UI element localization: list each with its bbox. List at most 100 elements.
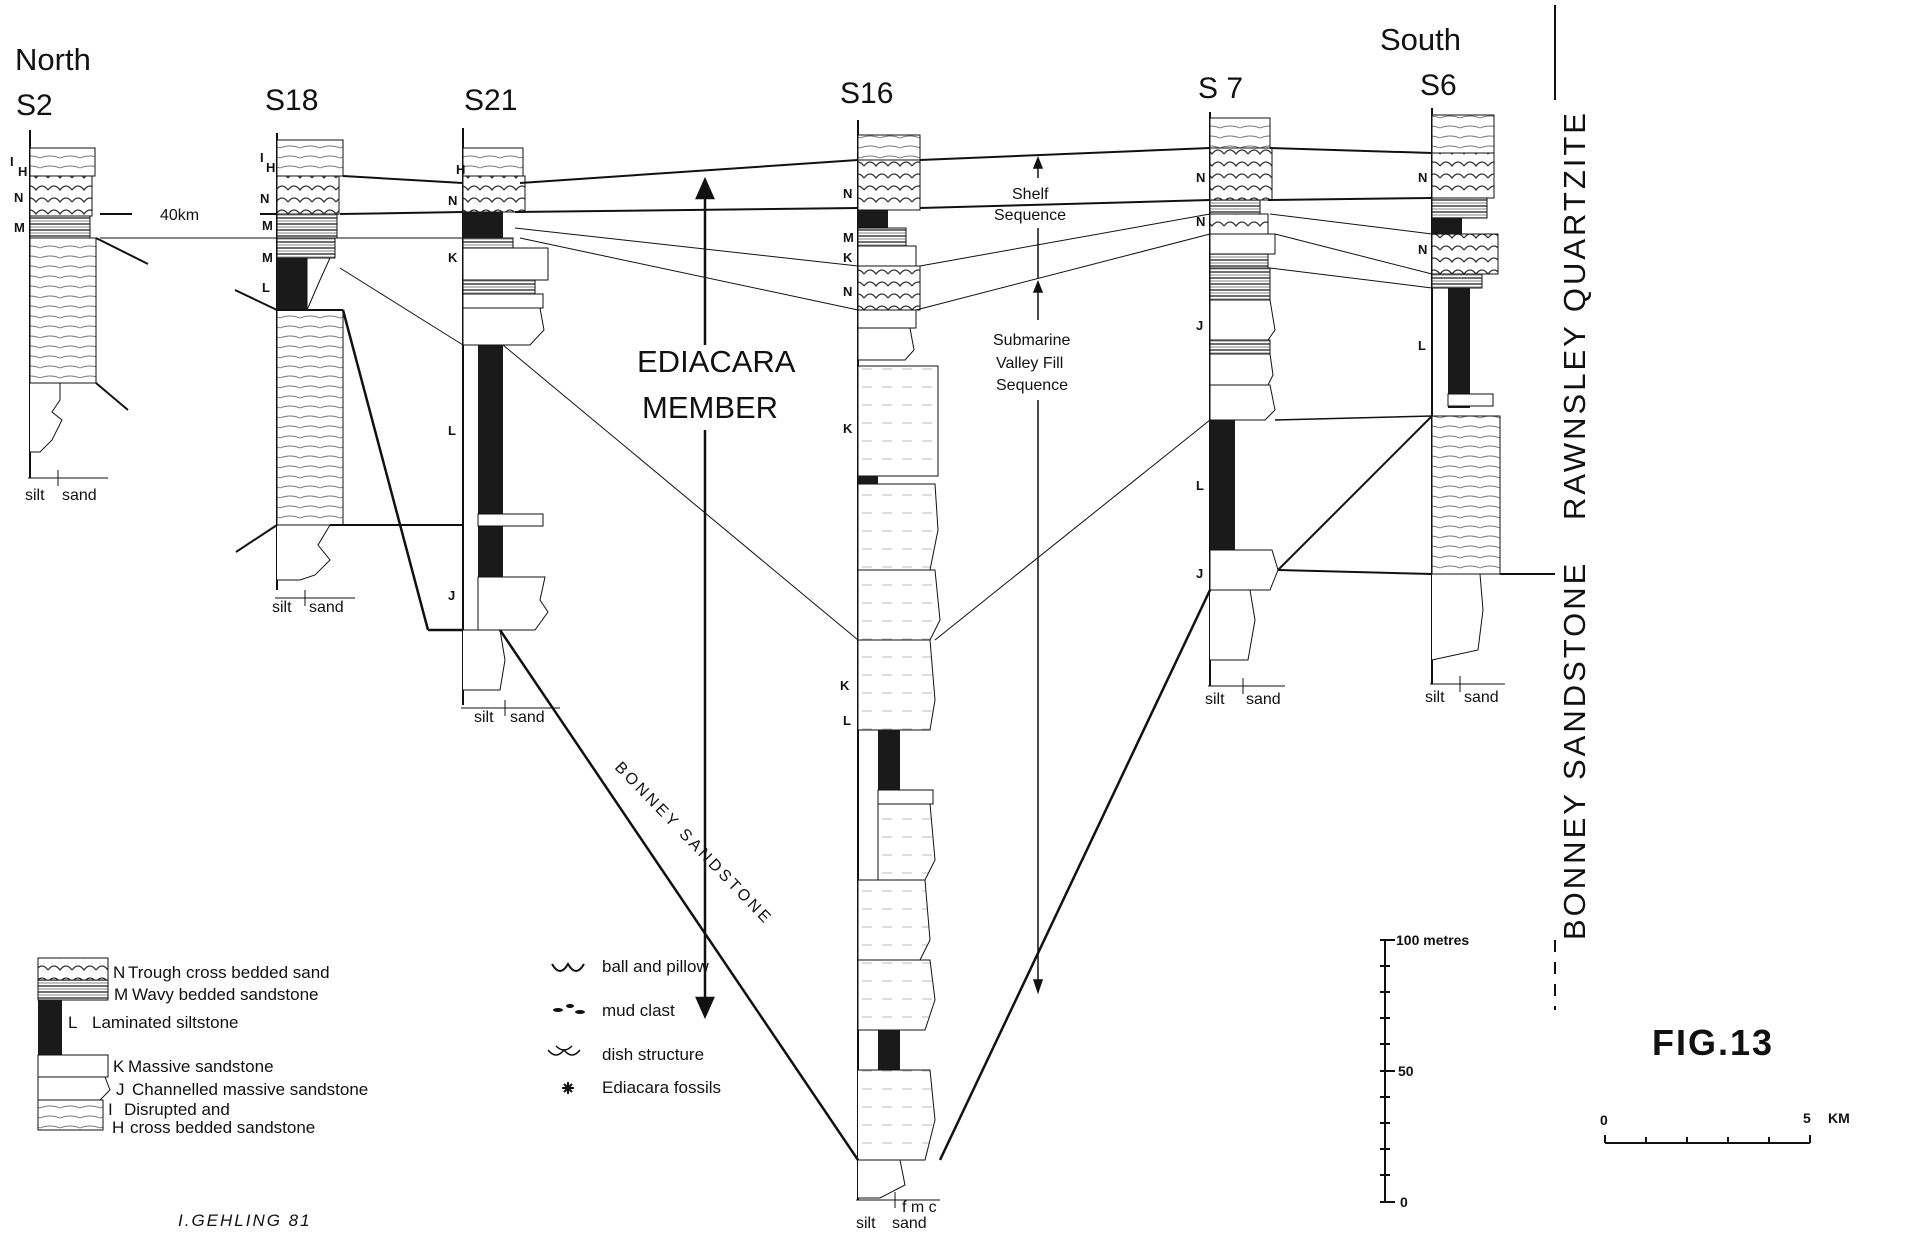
column-s2	[28, 130, 108, 486]
scale-100-label: 100 metres	[1396, 932, 1469, 948]
legend-code-j: J	[116, 1080, 125, 1099]
legend-code-l: L	[68, 1013, 77, 1032]
s7-sand-label: sand	[1246, 691, 1281, 708]
vertical-scale-bar	[1380, 940, 1395, 1202]
legend-text-k: Massive sandstone	[128, 1057, 274, 1076]
section-title-s16: S16	[840, 77, 893, 110]
column-s21	[461, 128, 560, 716]
legend-code-m: M	[114, 985, 128, 1004]
section-title-s7: S 7	[1198, 72, 1243, 105]
s2-silt-label: silt	[25, 487, 45, 504]
mud-clast-icon	[553, 1004, 585, 1014]
s18-unit-m2: M	[262, 250, 273, 265]
s18-unit-h: H	[266, 160, 275, 175]
s18-sand-label: sand	[309, 599, 344, 616]
lithology-legend	[38, 958, 110, 1130]
legend-code-n: N	[113, 963, 125, 982]
s16-unit-k3: K	[840, 678, 850, 693]
s6-unit-l: L	[1418, 338, 1426, 353]
s16-unit-l2: L	[843, 713, 851, 728]
s16-sand-label: sand	[892, 1215, 927, 1232]
valley-label-1: Submarine	[993, 332, 1070, 349]
scale-km-unit-label: KM	[1828, 1110, 1850, 1126]
ediacara-label: EDIACARA	[637, 344, 796, 379]
legend-code-i: I	[108, 1100, 113, 1119]
legend-text-j: Channelled massive sandstone	[132, 1080, 368, 1099]
s21-silt-label: silt	[474, 709, 494, 726]
legend-text-h: cross bedded sandstone	[130, 1118, 315, 1137]
horizontal-scale-bar	[1605, 1135, 1810, 1143]
s7-unit-n2: N	[1196, 214, 1205, 229]
scale-km-5-label: 5	[1803, 1110, 1811, 1126]
ediacara-member-arrow	[697, 180, 713, 1016]
s2-unit-h: H	[18, 164, 27, 179]
scale-0-label: 0	[1400, 1194, 1408, 1210]
bonney-sandstone-side-label: BONNEY SANDSTONE	[1557, 561, 1592, 940]
s2-unit-i: I	[10, 154, 14, 169]
figure-number: FIG.13	[1652, 1022, 1774, 1063]
distance-gap-label: 40km	[160, 207, 199, 224]
s16-grain-detail-label: f m c	[902, 1199, 937, 1216]
column-s6	[1430, 108, 1505, 692]
section-title-s21: S21	[464, 84, 517, 117]
s18-unit-n: N	[260, 191, 269, 206]
correlation-lines	[96, 148, 1555, 1160]
valley-label-2: Valley Fill	[996, 355, 1063, 372]
column-s18	[275, 133, 355, 606]
legend-text-i: Disrupted and	[124, 1100, 230, 1119]
s7-unit-l: L	[1196, 478, 1204, 493]
symbol-label-ball-and-pillow: ball and pillow	[602, 957, 710, 976]
s2-unit-n: N	[14, 190, 23, 205]
symbol-label-dish-structure: dish structure	[602, 1045, 704, 1064]
south-label: South	[1380, 22, 1461, 57]
ball-and-pillow-icon	[552, 964, 584, 971]
dish-structure-icon	[548, 1046, 580, 1055]
symbol-label-ediacara-fossils: Ediacara fossils	[602, 1078, 721, 1097]
s7-unit-j2: J	[1196, 566, 1203, 581]
legend-text-l: Laminated siltstone	[92, 1013, 238, 1032]
s18-unit-m: M	[262, 218, 273, 233]
column-s16	[856, 120, 940, 1208]
section-title-s6: S6	[1420, 69, 1457, 102]
shelf-sequence-label: Sequence	[994, 207, 1066, 224]
s21-unit-j: J	[448, 588, 455, 603]
legend-text-m: Wavy bedded sandstone	[132, 985, 319, 1004]
s16-unit-k2: K	[843, 421, 853, 436]
bonney-sandstone-diagonal-label: BONNEY SANDSTONE	[611, 759, 775, 928]
s18-unit-i: I	[260, 150, 264, 165]
s6-sand-label: sand	[1464, 689, 1499, 706]
s21-unit-n: N	[448, 193, 457, 208]
s21-sand-label: sand	[510, 709, 545, 726]
scale-km-0-label: 0	[1600, 1112, 1608, 1128]
s16-unit-n: N	[843, 186, 852, 201]
s7-unit-j: J	[1196, 318, 1203, 333]
north-label: North	[15, 42, 91, 77]
s2-sand-label: sand	[62, 487, 97, 504]
s7-silt-label: silt	[1205, 691, 1225, 708]
member-label: MEMBER	[642, 390, 778, 425]
legend-text-n: Trough cross bedded sand	[128, 963, 330, 982]
section-title-s2: S2	[16, 89, 53, 122]
s21-unit-h: H	[456, 162, 465, 177]
s16-unit-m: M	[843, 230, 854, 245]
shelf-label: Shelf	[1012, 186, 1049, 203]
s16-silt-label: silt	[856, 1215, 876, 1232]
author-credit: I.GEHLING 81	[178, 1211, 312, 1230]
s21-unit-l: L	[448, 423, 456, 438]
s16-unit-k: K	[843, 250, 853, 265]
scale-50-label: 50	[1398, 1063, 1414, 1079]
s16-unit-n2: N	[843, 284, 852, 299]
symbol-label-mud-clast: mud clast	[602, 1001, 675, 1020]
section-title-s18: S18	[265, 84, 318, 117]
fossil-icon	[562, 1082, 574, 1094]
s6-silt-label: silt	[1425, 689, 1445, 706]
s6-unit-n2: N	[1418, 242, 1427, 257]
valley-label-3: Sequence	[996, 377, 1068, 394]
rawnsley-quartzite-label: RAWNSLEY QUARTZITE	[1557, 110, 1592, 520]
s2-unit-m: M	[14, 220, 25, 235]
legend-code-h: H	[112, 1118, 124, 1137]
s21-unit-k: K	[448, 250, 458, 265]
s18-unit-l: L	[262, 280, 270, 295]
s6-unit-n: N	[1418, 170, 1427, 185]
